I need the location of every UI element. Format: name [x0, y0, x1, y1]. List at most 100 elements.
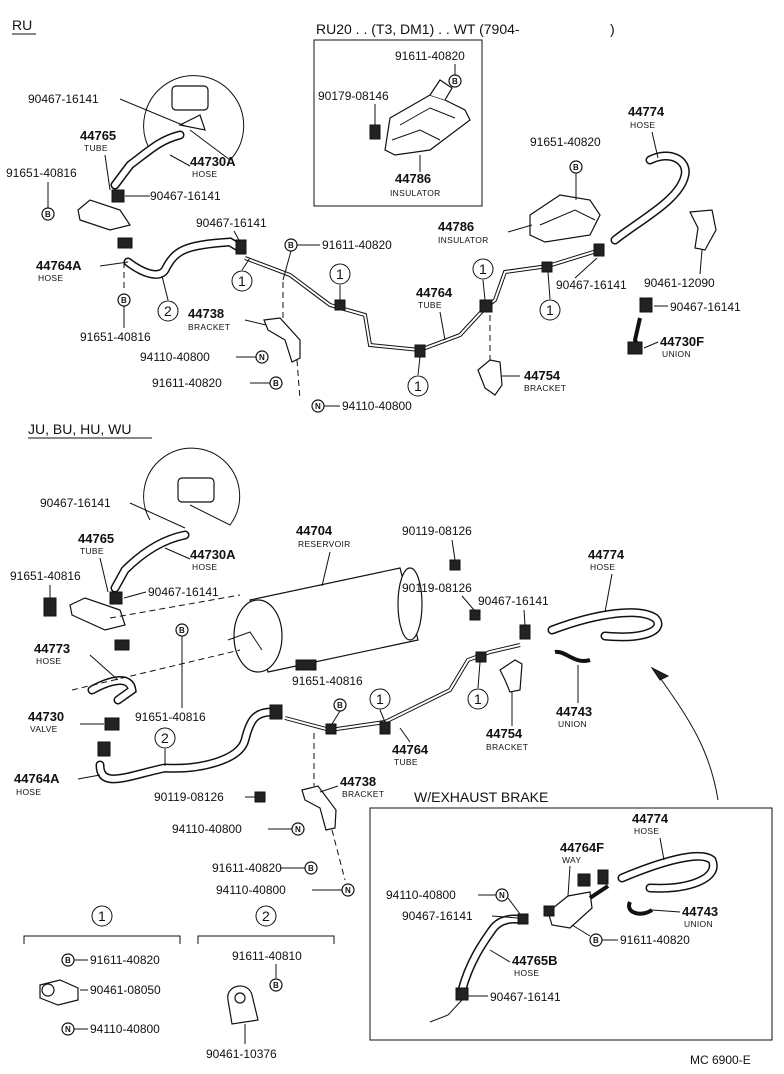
- svg-text:90119-08126: 90119-08126: [154, 790, 224, 804]
- svg-text:B: B: [288, 241, 294, 250]
- reservoir-44704: [227, 567, 423, 673]
- bolt-badge-icon: B: [41, 207, 55, 221]
- svg-text:HOSE: HOSE: [590, 562, 615, 572]
- svg-text:WAY: WAY: [562, 855, 581, 865]
- svg-text:44774: 44774: [632, 811, 669, 826]
- circled-1-icon: 1: [329, 263, 351, 285]
- svg-text:44764: 44764: [392, 742, 429, 757]
- circled-1-icon: 1: [91, 905, 113, 927]
- svg-text:TUBE: TUBE: [418, 300, 442, 310]
- svg-text:HOSE: HOSE: [634, 826, 659, 836]
- svg-text:TUBE: TUBE: [84, 143, 108, 153]
- svg-text:1: 1: [479, 261, 487, 277]
- svg-text:B: B: [452, 77, 458, 86]
- svg-text:2: 2: [262, 908, 270, 924]
- svg-text:1: 1: [336, 266, 344, 282]
- svg-text:44764F: 44764F: [560, 840, 604, 855]
- svg-text:91611-40820: 91611-40820: [395, 49, 465, 63]
- section-ju-label: JU, BU, HU, WU: [28, 421, 131, 437]
- nut-badge-icon: N: [341, 883, 355, 897]
- svg-text:94110-40800: 94110-40800: [386, 888, 456, 902]
- circled-1-icon: 1: [539, 299, 561, 321]
- svg-text:UNION: UNION: [684, 919, 713, 929]
- svg-text:91611-40810: 91611-40810: [232, 949, 302, 963]
- bracket-44754-top: [477, 359, 503, 396]
- svg-text:44730A: 44730A: [190, 547, 236, 562]
- svg-text:91651-40816: 91651-40816: [80, 330, 151, 344]
- svg-text:90179-08146: 90179-08146: [318, 89, 389, 103]
- svg-text:TUBE: TUBE: [394, 757, 418, 767]
- svg-text:B: B: [65, 956, 71, 965]
- bracket-44738-top: [263, 317, 301, 363]
- svg-text:44765: 44765: [80, 128, 116, 143]
- bolt-badge-icon: B: [304, 861, 318, 875]
- svg-text:91651-40816: 91651-40816: [292, 674, 363, 688]
- svg-text:44786: 44786: [395, 171, 431, 186]
- bolt-badge-icon: B: [61, 953, 75, 967]
- svg-text:90467-16141: 90467-16141: [490, 990, 561, 1004]
- nut-badge-icon: N: [291, 822, 305, 836]
- svg-text:44786: 44786: [438, 219, 474, 234]
- svg-text:44765B: 44765B: [512, 953, 558, 968]
- svg-text:90467-16141: 90467-16141: [402, 909, 473, 923]
- magnifier-detail-top: [143, 75, 245, 161]
- section-ru20-label: RU20 . . (T3, DM1) . . WT (7904-: [316, 21, 520, 37]
- svg-text:B: B: [308, 864, 314, 873]
- svg-text:HOSE: HOSE: [630, 120, 655, 130]
- svg-text:90461-12090: 90461-12090: [644, 276, 715, 290]
- svg-text:90467-16141: 90467-16141: [670, 300, 741, 314]
- circled-1-icon: 1: [407, 375, 429, 397]
- svg-text:VALVE: VALVE: [30, 724, 58, 734]
- svg-text:91651-40816: 91651-40816: [135, 710, 206, 724]
- circled-2-icon: 2: [154, 727, 176, 749]
- svg-text:94110-40800: 94110-40800: [216, 883, 286, 897]
- svg-text:91611-40820: 91611-40820: [152, 376, 222, 390]
- circled-2-icon: 2: [157, 300, 179, 322]
- svg-text:INSULATOR: INSULATOR: [390, 188, 441, 198]
- svg-text:44764: 44764: [416, 285, 453, 300]
- bolt-badge-icon: B: [589, 933, 603, 947]
- svg-text:44730: 44730: [28, 709, 64, 724]
- svg-text:BRACKET: BRACKET: [342, 789, 384, 799]
- diagram-code: MC 6900-E: [690, 1053, 751, 1067]
- svg-text:TUBE: TUBE: [80, 546, 104, 556]
- svg-text:44730A: 44730A: [190, 154, 236, 169]
- svg-text:44764A: 44764A: [36, 258, 82, 273]
- svg-text:90119-08126: 90119-08126: [402, 524, 472, 538]
- svg-text:44765: 44765: [78, 531, 114, 546]
- bolt-badge-icon: B: [284, 238, 298, 252]
- nut-badge-icon: N: [255, 350, 269, 364]
- svg-text:44764A: 44764A: [14, 771, 60, 786]
- svg-text:HOSE: HOSE: [36, 656, 61, 666]
- tube-bracket-top: [77, 199, 131, 231]
- circled-1-icon: 1: [467, 688, 489, 710]
- svg-text:91651-40820: 91651-40820: [530, 135, 601, 149]
- legend-clamp-2: 2 91611-40810 B 90461-10376: [197, 905, 335, 1061]
- svg-text:44738: 44738: [188, 306, 224, 321]
- svg-text:90467-16141: 90467-16141: [28, 92, 99, 106]
- svg-text:N: N: [315, 402, 321, 411]
- circled-1-icon: 1: [472, 258, 494, 280]
- bracket-44738-mid: [301, 785, 337, 831]
- bolt-badge-icon: B: [333, 698, 347, 712]
- svg-text:1: 1: [238, 273, 246, 289]
- svg-text:BRACKET: BRACKET: [486, 742, 528, 752]
- svg-text:N: N: [65, 1025, 71, 1034]
- svg-text:44743: 44743: [556, 704, 592, 719]
- svg-text:B: B: [179, 626, 185, 635]
- svg-text:44754: 44754: [486, 726, 523, 741]
- svg-text:90467-16141: 90467-16141: [478, 594, 549, 608]
- bracket-44754-mid: [499, 659, 523, 693]
- svg-text:B: B: [593, 936, 599, 945]
- svg-text:B: B: [573, 163, 579, 172]
- svg-text:INSULATOR: INSULATOR: [438, 235, 489, 245]
- bolt-badge-icon: B: [448, 74, 462, 88]
- bolt-badge-icon: B: [569, 160, 583, 174]
- svg-text:90461-10376: 90461-10376: [206, 1047, 277, 1061]
- circled-1-icon: 1: [369, 688, 391, 710]
- svg-text:1: 1: [474, 691, 482, 707]
- svg-text:44774: 44774: [628, 104, 665, 119]
- svg-text:RESERVOIR: RESERVOIR: [298, 539, 351, 549]
- svg-text:1: 1: [414, 378, 422, 394]
- svg-text:94110-40800: 94110-40800: [342, 399, 412, 413]
